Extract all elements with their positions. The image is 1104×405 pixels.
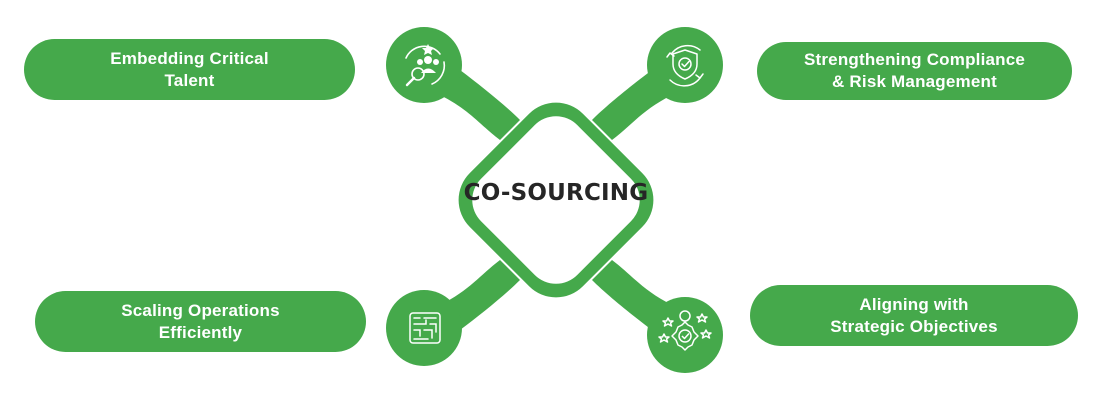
node-label-line2: Strategic Objectives: [830, 316, 998, 336]
center-title: CO-SOURCING: [463, 180, 649, 206]
center-diamond: [458, 102, 654, 298]
bulb-bottom-left: [386, 290, 462, 366]
node-strengthening-compliance: Strengthening Compliance & Risk Manageme…: [757, 42, 1072, 100]
gear-person-stars-icon: [658, 310, 712, 351]
talent-search-icon: [405, 44, 446, 87]
node-label-line2: Talent: [164, 70, 215, 90]
node-aligning-strategic-objectives: Aligning with Strategic Objectives: [750, 285, 1078, 346]
node-scaling-operations: Scaling Operations Efficiently: [35, 291, 366, 352]
node-label-line1: Strengthening Compliance: [803, 50, 1026, 69]
node-label-line2: Efficiently: [158, 322, 243, 342]
connector-shapes: [440, 70, 672, 330]
node-label-line1: Scaling Operations: [121, 300, 280, 320]
node-label-line1: Aligning with: [859, 294, 969, 314]
node-embedding-critical-talent: Embedding Critical Talent: [24, 39, 355, 100]
bulb-bottom-right: [647, 297, 723, 373]
node-label-line2: & Risk Management: [832, 72, 997, 91]
shield-check-cycle-icon: [666, 44, 704, 87]
maze-icon: [409, 312, 441, 344]
bulb-top-left: [386, 27, 462, 103]
node-label-line1: Embedding Critical: [110, 48, 269, 68]
